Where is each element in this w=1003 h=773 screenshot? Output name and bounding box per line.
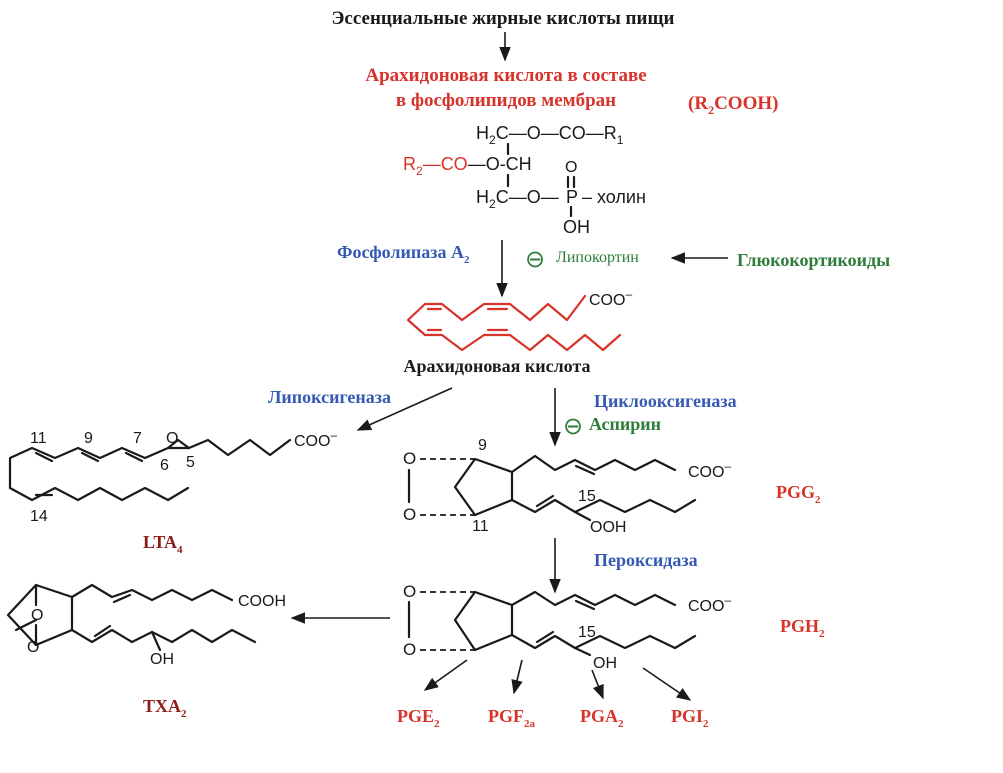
- arachidonic-acid-structure: COO–: [406, 287, 632, 352]
- lta4-o: O: [166, 430, 178, 447]
- pgh2-coo: COO–: [688, 593, 731, 615]
- txa2-structure: O O OH COOH: [6, 583, 286, 668]
- lta4-coo: COO–: [294, 428, 337, 450]
- title: Эссенциальные жирные кислоты пищи: [332, 8, 675, 29]
- choline: – холин: [582, 187, 646, 207]
- pgh2-o1: O: [403, 582, 416, 601]
- product-pgi2: PGI2: [671, 706, 709, 730]
- lta4-n7: 7: [133, 430, 142, 447]
- txa2-label: TXA2: [143, 696, 187, 720]
- arrow-to-pgi2: [642, 667, 692, 701]
- arrow-to-pge2: [423, 659, 468, 691]
- cyclooxygenase-label: Циклооксигеназа: [594, 391, 737, 411]
- pgh2-oh: OH: [593, 655, 617, 672]
- phosphorus: P: [566, 187, 578, 207]
- product-pga2: PGA2: [580, 706, 624, 730]
- membrane-formula: (R2COOH): [688, 93, 778, 117]
- pgh2-label: PGH2: [780, 616, 825, 640]
- peroxidase-label: Пероксидаза: [594, 550, 698, 570]
- txa2-o1: O: [31, 607, 43, 624]
- phospholipase-label: Фосфолипаза А2: [337, 242, 470, 266]
- arachidonic-acid-label: Арахидоновая кислота: [403, 356, 590, 376]
- pgg2-n15: 15: [578, 488, 596, 505]
- pgh2-n15: 15: [578, 624, 596, 641]
- phospholipid-row3: H2C—O—: [476, 187, 559, 211]
- phosphate-oxygen: O: [565, 159, 577, 176]
- arrow-aa-to-lta4: [356, 387, 453, 431]
- glucocorticoids-label: Глюкокортикоиды: [737, 250, 890, 270]
- product-pge2: PGE2: [397, 706, 440, 730]
- pgh2-o2: O: [403, 640, 416, 659]
- pgg2-ooh: OOH: [590, 519, 626, 536]
- lta4-label: LTA4: [143, 532, 183, 556]
- phospholipid-structure: H2C—O—CO—R1 R2—CO—O-CH H2C—O— P O OH – х…: [403, 123, 646, 237]
- lta4-n11: 11: [30, 430, 47, 447]
- arrow-to-pga2: [591, 669, 604, 700]
- aspirin-inhibit-icon: ⊖: [563, 413, 583, 440]
- lipoxygenase-label: Липоксигеназа: [268, 387, 391, 407]
- aspirin-label: Аспирин: [589, 414, 661, 434]
- arrow-to-pgf2a: [511, 659, 523, 695]
- phosphate-oh: OH: [563, 217, 590, 237]
- pgg2-o1: O: [403, 449, 416, 468]
- pgg2-o2: O: [403, 505, 416, 524]
- lipocortin-label: Липокортин: [556, 249, 639, 266]
- lta4-structure: 11 9 7 O 6 5 14 COO–: [8, 428, 337, 525]
- lta4-n14: 14: [30, 508, 48, 525]
- product-pgf2a: PGF2a: [488, 706, 536, 730]
- txa2-o2: O: [27, 639, 39, 656]
- phospholipid-row1: H2C—O—CO—R1: [476, 123, 624, 147]
- pgg2-coo: COO–: [688, 459, 731, 481]
- lta4-n5: 5: [186, 454, 195, 471]
- lta4-n9: 9: [84, 430, 93, 447]
- phospholipid-row2: R2—CO—O-CH: [403, 154, 532, 178]
- txa2-oh: OH: [150, 651, 174, 668]
- pgg2-n11: 11: [472, 518, 489, 535]
- aa-coo: COO–: [589, 287, 632, 309]
- lta4-n6: 6: [160, 457, 169, 474]
- membrane-line1: Арахидоновая кислота в составе: [365, 65, 646, 86]
- pgh2-structure: O O 15 OH COO–: [403, 582, 731, 672]
- pgg2-structure: O O 9 11 15 OOH COO–: [403, 437, 731, 536]
- membrane-line2: в фосфолипидов мембран: [396, 90, 616, 111]
- lipocortin-inhibit-icon: ⊖: [525, 246, 545, 273]
- pgg2-label: PGG2: [776, 482, 821, 506]
- txa2-cooh: COOH: [238, 593, 286, 610]
- pgg2-n9: 9: [478, 437, 487, 454]
